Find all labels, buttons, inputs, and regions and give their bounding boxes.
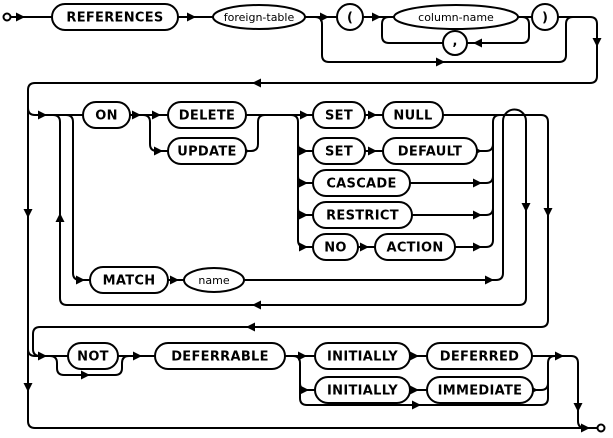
arrowhead-icon: [133, 351, 142, 361]
arrowhead-icon: [410, 385, 419, 395]
nonterminal-column-name: column-name: [393, 4, 519, 30]
keyword-update: UPDATE: [167, 137, 247, 165]
arrowhead-icon: [410, 351, 419, 361]
arrowhead-icon: [485, 275, 494, 285]
nonterminal-name-label: name: [198, 274, 229, 287]
arrowhead-icon: [300, 110, 309, 120]
keyword-initially-deferred: INITIALLY DEFERRED: [314, 342, 533, 370]
keyword-set1-label: SET: [325, 109, 353, 124]
keyword-cascade-label: CASCADE: [326, 177, 396, 192]
keyword-no-action: NO ACTION: [312, 233, 456, 261]
arrowhead-icon: [299, 178, 308, 188]
keyword-delete-label: DELETE: [179, 109, 235, 124]
arrowhead-icon: [170, 275, 179, 285]
keyword-update-label: UPDATE: [177, 145, 236, 160]
keyword-on-label: ON: [95, 109, 118, 124]
arrowhead-icon: [360, 242, 369, 252]
arrowhead-icon: [299, 242, 308, 252]
arrowhead-icon: [55, 213, 65, 222]
arrowhead-icon: [473, 38, 482, 48]
nonterminal-column-name-label: column-name: [418, 11, 494, 24]
literal-close-paren: ): [531, 3, 559, 31]
literal-close-paren-label: ): [542, 11, 548, 26]
arrowhead-icon: [300, 385, 309, 395]
nonterminal-foreign-table: foreign-table: [212, 4, 306, 30]
arrowhead-icon: [23, 383, 33, 392]
keyword-not-label: NOT: [77, 350, 109, 365]
literal-comma-label: ,: [453, 34, 458, 49]
arrowhead-icon: [473, 242, 482, 252]
keyword-references-label: REFERENCES: [66, 11, 163, 26]
keyword-no-label: NO: [324, 241, 347, 256]
literal-open-paren: (: [336, 3, 364, 31]
arrowhead-icon: [38, 110, 47, 120]
keyword-deferrable: DEFERRABLE: [154, 342, 286, 370]
arrowhead-icon: [76, 275, 85, 285]
end-terminal-icon: [596, 423, 606, 433]
arrowhead-icon: [23, 209, 33, 218]
keyword-cascade: CASCADE: [312, 169, 411, 197]
keyword-restrict-label: RESTRICT: [326, 209, 399, 224]
connector-lines: [10, 16, 598, 429]
arrowhead-icon: [38, 351, 47, 361]
keyword-match: MATCH: [89, 266, 169, 294]
arrowhead-icon: [368, 110, 377, 120]
arrowhead-icon: [581, 423, 590, 433]
arrowhead-icon: [132, 110, 141, 120]
arrowhead-icon: [555, 351, 564, 361]
keyword-default-label: DEFAULT: [398, 145, 462, 160]
keyword-immediate-label: IMMEDIATE: [438, 384, 523, 399]
arrowhead-icon: [252, 300, 261, 310]
arrowhead-icon: [299, 146, 308, 156]
literal-comma: ,: [442, 30, 468, 56]
keyword-not: NOT: [67, 342, 119, 370]
keyword-set2-label: SET: [325, 145, 353, 160]
start-terminal-icon: [2, 12, 12, 22]
keyword-initially2-label: INITIALLY: [327, 384, 398, 399]
arrowhead-icon: [320, 12, 329, 22]
arrowhead-icon: [16, 12, 25, 22]
arrowhead-icon: [521, 203, 531, 212]
keyword-deferrable-label: DEFERRABLE: [171, 350, 269, 365]
keyword-action-label: ACTION: [386, 241, 443, 256]
keyword-match-label: MATCH: [103, 274, 156, 289]
arrowhead-icon: [81, 370, 90, 380]
keyword-set-null: SET NULL: [312, 101, 444, 129]
arrowhead-icon: [187, 12, 196, 22]
arrowhead-icon: [573, 403, 583, 412]
arrowhead-icon: [412, 400, 421, 410]
literal-open-paren-label: (: [347, 11, 353, 26]
arrowhead-icon: [246, 322, 255, 332]
keyword-delete: DELETE: [167, 101, 247, 129]
nonterminal-name: name: [183, 267, 245, 293]
keyword-references: REFERENCES: [51, 3, 179, 31]
keyword-restrict: RESTRICT: [312, 201, 413, 229]
arrowhead-icon: [372, 12, 381, 22]
arrowhead-icon: [543, 208, 553, 217]
arrowhead-icon: [473, 210, 482, 220]
keyword-on: ON: [82, 101, 131, 129]
arrowhead-icon: [473, 178, 482, 188]
arrowhead-icon: [436, 57, 445, 67]
nonterminal-foreign-table-label: foreign-table: [224, 11, 295, 24]
arrowhead-icon: [299, 210, 308, 220]
arrowhead-icon: [592, 38, 602, 47]
arrowhead-icon: [368, 146, 377, 156]
keyword-set-default: SET DEFAULT: [312, 137, 478, 165]
arrowhead-icon: [252, 78, 261, 88]
keyword-null-label: NULL: [393, 109, 432, 124]
keyword-initially1-label: INITIALLY: [327, 350, 398, 365]
arrowhead-icon: [152, 110, 161, 120]
arrowhead-icon: [298, 351, 307, 361]
keyword-deferred-label: DEFERRED: [440, 350, 520, 365]
keyword-initially-immediate: INITIALLY IMMEDIATE: [314, 376, 534, 404]
arrowhead-icon: [154, 146, 163, 156]
